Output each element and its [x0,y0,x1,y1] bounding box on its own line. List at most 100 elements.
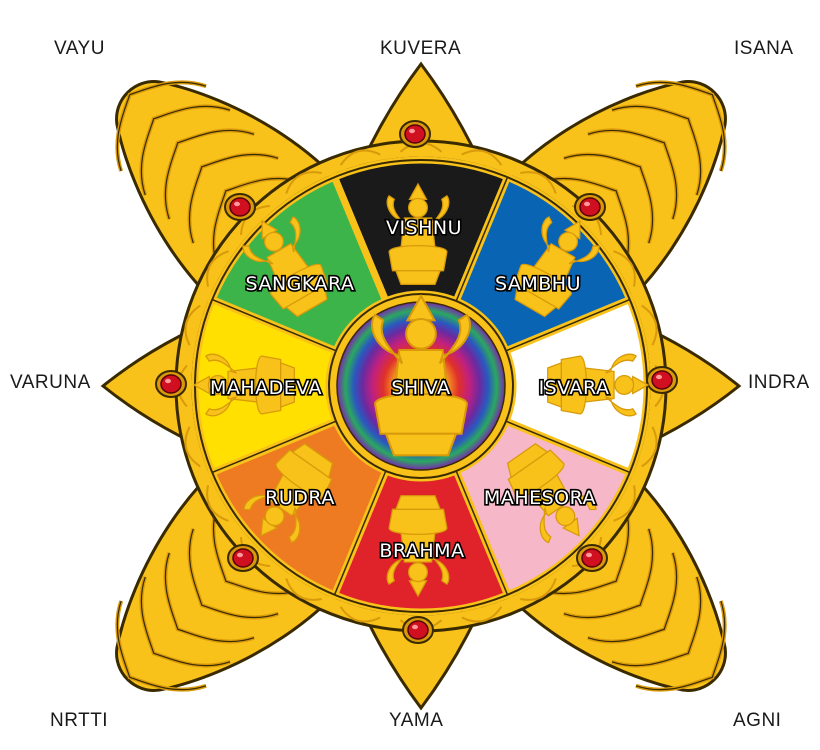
sector-divider [505,298,631,352]
deity-figure-shiva [371,293,471,457]
right-arm [539,507,552,544]
left-arm [386,195,407,227]
jewel-glint-1 [234,201,240,207]
red-jewel-6 [581,548,603,568]
deity-label-mahadeva: MAHADEVA [210,377,322,399]
jewel-glint-4 [656,374,662,380]
deity-figure-vishnu [386,182,450,285]
ring-ornament [641,426,658,468]
left-arm [429,553,450,585]
left-arm [242,245,274,265]
lotus-seat [388,508,448,535]
wing-feather-line [188,528,279,619]
head [408,562,428,583]
jewel-glint-0 [409,128,415,134]
deity-figure-rudra [243,443,334,544]
red-jewels [155,120,678,644]
wing-feather-line [164,552,255,643]
head [264,506,285,527]
ring-ornament [613,250,636,287]
sector-divider [505,420,631,474]
ring-ornament [461,149,503,166]
head [207,375,228,395]
red-jewel-0 [404,124,426,144]
lotus-seat [270,263,329,310]
wing-feather-line [563,528,654,619]
ring-ornament [613,485,636,522]
ring-ornament [461,606,503,623]
sector-divider [455,176,509,302]
lotus-seat [560,355,587,415]
red-jewel-5 [232,548,254,568]
left-arm [288,507,301,544]
deity-figure-mahadeva [192,353,295,417]
ring-ornament [206,250,229,287]
deity-label-mahesora: MAHESORA [484,487,596,509]
head [555,506,576,527]
red-jewel-4 [651,370,673,390]
ring-ornament [285,171,322,194]
direction-label-kuvera: KUVERA [380,38,462,59]
right-arm [605,396,637,417]
deity-label-shiva: SHIVA [391,377,450,399]
head [263,231,284,252]
pedestal [291,443,334,479]
wing-feather-line [635,600,726,691]
direction-label-nrtti: NRTTI [50,710,109,731]
head [558,231,579,252]
right-arm [289,216,301,253]
deity-label-sangkara: SANGKARA [246,273,355,295]
ring-ornament [641,304,658,346]
right-arm [429,195,450,227]
head [614,375,635,395]
pedestal [394,270,442,285]
wing-feather-line [587,129,678,220]
left-arm [541,216,553,253]
wing-feather-line [539,177,630,268]
ring-ornament [339,606,381,623]
red-jewel-1 [229,197,251,217]
pedestal [547,361,562,409]
sector-divider [211,298,337,352]
right-arm [386,553,407,585]
deity-label-isvara: ISVARA [539,377,610,399]
wing-feather-line [611,105,702,196]
right-arm [438,313,471,365]
pedestal [506,443,549,479]
wing-feather-line [611,576,702,667]
ring-ornament [520,578,557,601]
right-arm [243,493,277,511]
left-arm [371,313,404,365]
wing-feather-line [212,177,303,268]
red-jewel-2 [579,197,601,217]
direction-label-vayu: VAYU [54,38,105,59]
jewel-glint-6 [586,552,592,558]
wing-feather-line [635,81,726,172]
direction-label-isana: ISANA [734,38,794,59]
deity-figure-isvara [547,353,650,417]
pedestal [384,432,458,457]
sector-divider [211,420,337,474]
wing-feather-line [140,576,231,667]
red-jewel-3 [160,374,182,394]
jewel-glint-5 [237,552,243,558]
deity-label-rudra: RUDRA [265,487,335,509]
left-arm [205,396,237,417]
lotus-seat [275,449,333,499]
pedestal [285,284,328,318]
jewel-glint-7 [412,624,418,630]
left-arm [563,493,597,511]
wing-feather-line [164,129,255,220]
right-arm [205,353,237,374]
wing-feather-line [188,153,279,244]
deity-label-brahma: BRAHMA [379,540,464,562]
ring-ornament [285,578,322,601]
pedestal [280,361,295,409]
sector-divider [455,470,509,596]
direction-label-indra: INDRA [748,372,810,393]
head [405,317,437,350]
left-arm [605,353,637,374]
deity-label-vishnu: VISHNU [386,217,462,239]
